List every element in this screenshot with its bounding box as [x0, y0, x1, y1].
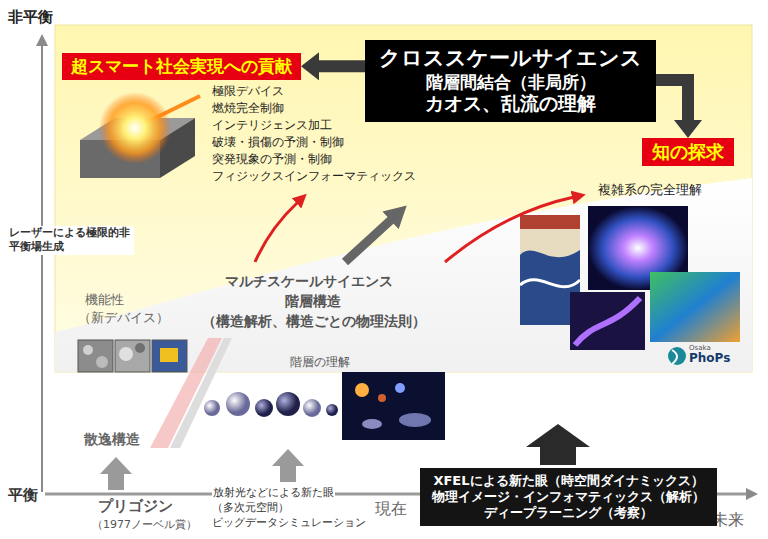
text-label: （1977ノーベル賞）	[92, 518, 197, 532]
sem-grain	[135, 343, 145, 353]
box-text: XFELによる新た眼（時空間ダイナミックス）	[432, 473, 705, 489]
print-sky	[520, 215, 580, 229]
sem-grain	[83, 345, 93, 355]
text-label: 現在	[374, 499, 408, 520]
text-label: 燃焼完全制御	[212, 101, 284, 117]
text-label: 非平衡	[8, 8, 53, 28]
box-text: 知の探求	[652, 141, 724, 163]
hierarchy-images	[204, 372, 445, 440]
sphere	[255, 399, 273, 417]
box-text: クロススケールサイエンス	[379, 46, 642, 72]
sphere	[326, 404, 338, 416]
text-label: 階層構造	[285, 292, 341, 310]
goal-box: 知の探求	[642, 138, 734, 166]
text-label: フィジックスインフォーマティックス	[212, 169, 416, 185]
swoosh-wedge	[150, 338, 232, 448]
block-arrow	[656, 80, 688, 120]
panel-ground	[55, 25, 752, 372]
simulation-image	[650, 272, 740, 342]
wave-crest	[520, 280, 580, 287]
text-label: 複雑系の完全理解	[598, 182, 702, 199]
box-text: 超スマート社会実現への貢献	[71, 56, 292, 77]
logo-mark	[668, 347, 686, 365]
text-label: PhoPs	[689, 351, 730, 367]
sphere	[204, 400, 220, 416]
text-label: マルチスケールサイエンス	[225, 272, 393, 290]
device-photo	[152, 340, 187, 372]
laser-target-image	[80, 92, 200, 178]
device-part	[160, 348, 178, 362]
plasma-image	[570, 292, 645, 350]
box-text: カオス、乱流の理解	[379, 92, 642, 115]
galaxy	[362, 419, 382, 429]
theme-box: クロススケールサイエンス階層間結合（非局所）カオス、乱流の理解	[365, 40, 656, 122]
block-arrow	[319, 60, 365, 72]
complex-system-images	[520, 206, 740, 350]
text-label: 突発現象の予測・制御	[212, 152, 332, 168]
text-label: （新デバイス）	[78, 310, 169, 327]
curved-band	[55, 178, 752, 372]
progress-arrows	[255, 197, 574, 262]
text-label: 平衡	[8, 486, 38, 506]
planet	[378, 394, 386, 402]
box-text: 階層間結合（非局所）	[379, 72, 642, 93]
sem-images	[78, 340, 187, 372]
sphere	[226, 392, 250, 416]
text-label: ビッグデータシミュレーション	[212, 516, 366, 530]
sphere	[303, 399, 321, 417]
text-label: （多次元空間）	[212, 501, 289, 515]
vertical-axis	[41, 44, 43, 492]
sem-grain	[96, 356, 108, 368]
space-photo	[342, 372, 445, 440]
text-label: 機能性	[85, 292, 124, 309]
text-label: 放射光などによる新た眼	[212, 486, 335, 500]
text-label: 破壊・損傷の予測・制御	[212, 135, 344, 151]
planet	[355, 383, 369, 397]
red-arrow	[445, 197, 574, 262]
red-arrow	[255, 202, 298, 262]
method-box: XFELによる新た眼（時空間ダイナミックス）物理イメージ・インフォマティックス（…	[420, 468, 717, 526]
galaxy	[399, 413, 431, 427]
logo	[668, 347, 686, 365]
laser-burst	[99, 92, 171, 164]
future-panel	[55, 25, 752, 372]
plasma-jet	[575, 298, 640, 345]
goal-box: 超スマート社会実現への貢献	[62, 53, 301, 80]
box-text: 物理イメージ・インフォマティックス（解析）	[432, 489, 705, 505]
up-arrow	[526, 424, 590, 465]
up-arrow	[272, 449, 304, 482]
text-label: レーザーによる極限的非平衡場生成	[8, 226, 134, 255]
text-label: 階層の理解	[290, 355, 350, 371]
planet	[395, 383, 405, 393]
sphere	[276, 392, 300, 416]
text-label: インテリジェンス加工	[212, 118, 332, 134]
text-label: （構造解析、構造ごとの物理法則）	[202, 312, 426, 330]
text-label: 散逸構造	[84, 430, 140, 448]
text-label: 極限デバイス	[212, 84, 284, 100]
up-arrow	[100, 457, 132, 490]
sem-grain	[119, 347, 133, 361]
box-text: ディープラーニング（考察）	[432, 505, 705, 521]
gray-arrow	[345, 219, 392, 262]
text-label: プリゴジン	[97, 497, 174, 517]
sem-image	[115, 340, 150, 372]
logo-mark	[672, 350, 677, 364]
sem-image	[78, 340, 113, 372]
